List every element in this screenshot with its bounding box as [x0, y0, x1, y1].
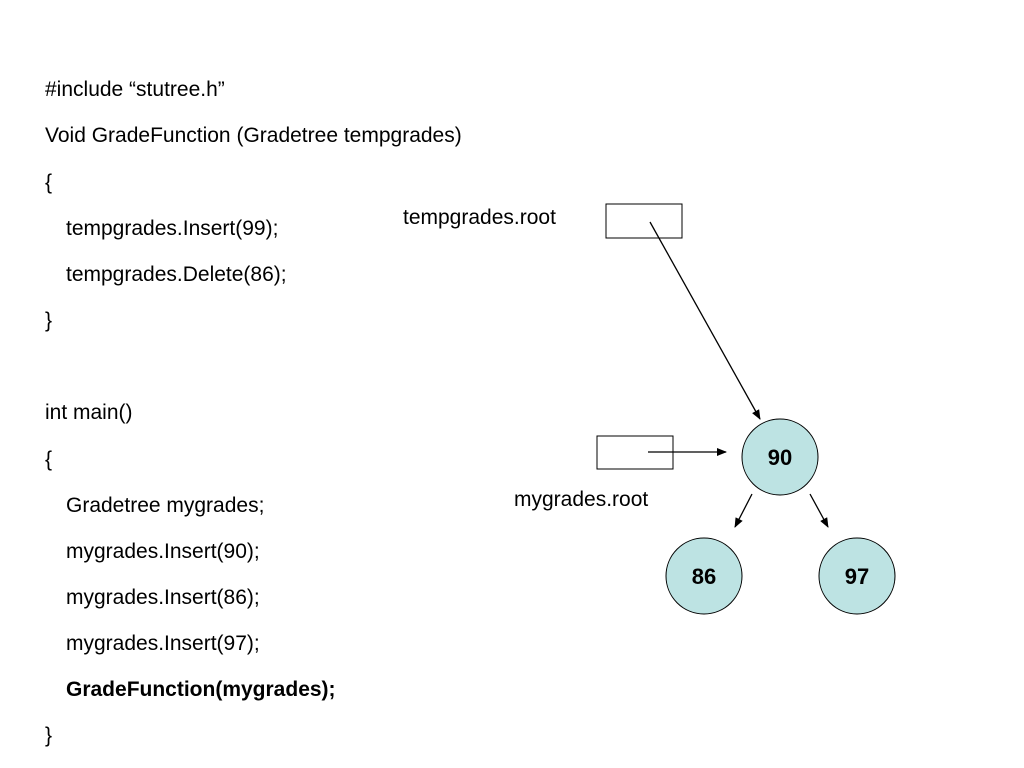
tree-node-right-circle [818, 537, 896, 615]
code-line-insert-97: mygrades.Insert(97); [66, 632, 260, 655]
mygrades-root-label: mygrades.root [514, 488, 649, 511]
code-line-declare-mygrades: Gradetree mygrades; [66, 494, 265, 517]
tree-node-left-label: 86 [692, 564, 716, 589]
tempgrades-root-pointer-arrow [649, 221, 761, 420]
edge-90-to-86 [734, 493, 753, 528]
code-line-insert-90: mygrades.Insert(90); [66, 540, 260, 563]
code-line-main-open-brace: { [45, 448, 53, 471]
code-line-insert-86: mygrades.Insert(86); [66, 586, 260, 609]
edge-90-to-97 [809, 493, 829, 528]
tree-node-right: 97 [818, 537, 896, 615]
tree-node-left-circle [665, 537, 743, 615]
code-line-include: #include “stutree.h” [45, 78, 225, 101]
tree-node-left: 86 [665, 537, 743, 615]
tree-node-root-circle [741, 418, 819, 496]
code-line-function-signature: Void GradeFunction (Gradetree tempgrades… [45, 124, 462, 147]
tree-node-root: 90 [741, 418, 819, 496]
tree-node-root-label: 90 [768, 445, 792, 470]
code-line-main-close-brace: } [45, 724, 53, 747]
code-line-grade-function-call: GradeFunction(mygrades); [66, 678, 336, 701]
tree-node-right-label: 97 [845, 564, 869, 589]
tempgrades-root-label: tempgrades.root [403, 206, 556, 229]
code-line-delete-86: tempgrades.Delete(86); [66, 263, 287, 286]
tempgrades-root-box [605, 203, 683, 239]
code-line-main: int main() [45, 401, 133, 424]
code-line-close-brace: } [45, 309, 53, 332]
code-line-insert-99: tempgrades.Insert(99); [66, 217, 279, 240]
code-line-open-brace: { [45, 171, 53, 194]
